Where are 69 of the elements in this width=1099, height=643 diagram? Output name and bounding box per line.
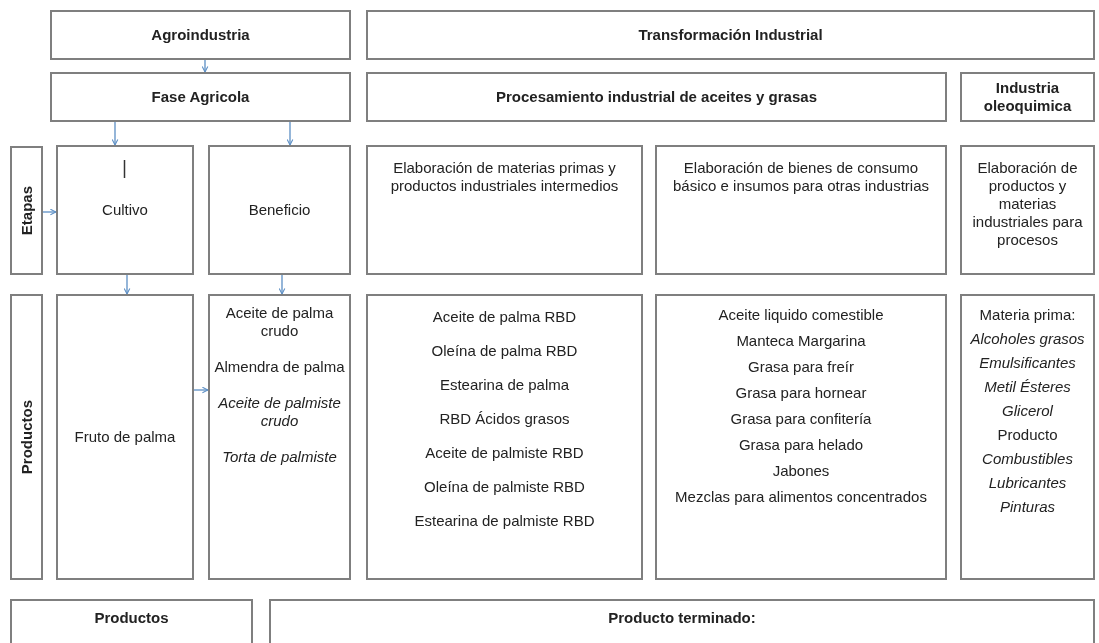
arrow [286,121,294,146]
arrow [278,274,286,295]
item-text: Materia prima: [979,306,1076,324]
item-text: Elaboración de productos y materias industriales para procesos [971,159,1084,249]
item-text: Torta de palmiste [222,448,337,466]
arrow [201,59,209,73]
header-text: Agroindustria [151,26,250,44]
item-text: Almendra de palma [214,358,345,376]
header-text: Fase Agricola [151,88,250,106]
arrow [123,274,131,295]
header-box [366,10,1095,60]
header-box [269,599,1095,643]
item-text: Producto [997,426,1058,444]
row-label: Etapas [17,185,36,236]
header-box [50,10,351,60]
item-text: Estearina de palma [439,376,570,394]
item-text: Estearina de palmiste RBD [414,512,595,530]
item-text: Aceite liquido comestible [718,306,884,324]
item-text: Combustibles [982,450,1073,468]
item-text: Aceite de palma RBD [432,308,577,326]
item-text: Pinturas [1000,498,1055,516]
item-text: Manteca Margarina [736,332,866,350]
row-label-box [10,294,43,580]
header-box [50,72,351,122]
item-text: Metil Ésteres [984,378,1071,396]
content-box [960,145,1095,275]
header-text: Producto terminado: [608,609,756,627]
item-text: RBD Ácidos grasos [439,410,570,428]
item-text: Aceite de palma crudo [224,304,335,340]
item-text: Elaboración de materias primas y productos industriales intermedios [389,159,620,195]
item-text: Beneficio [248,201,311,219]
item-text: Grasa para freír [748,358,854,376]
item-text: Aceite de palmiste RBD [425,444,584,462]
item-text: Oleína de palma RBD [431,342,578,360]
header-box [366,72,947,122]
row-label-box [10,146,43,275]
item-text: Grasa para hornear [735,384,867,402]
header-box [10,599,253,643]
content-box [208,294,351,580]
header-text: Transformación Industrial [638,26,823,44]
content-box [960,294,1095,580]
arrow [111,121,119,146]
content-box [56,145,194,275]
header-text: Productos [94,609,169,627]
content-box [56,294,194,580]
item-text: Elaboración de bienes de consumo básico e insumos para otras industrias [672,159,930,195]
item-text: Cultivo [102,201,148,219]
item-text: Oleína de palmiste RBD [424,478,585,496]
item-text: Fruto de palma [74,428,176,446]
content-box [366,294,643,580]
item-text: Aceite de palmiste crudo [216,394,342,430]
item-text: Emulsificantes [979,354,1076,372]
item-text: Grasa para confitería [730,410,872,428]
header-text: Procesamiento industrial de aceites y grasas [496,88,817,106]
content-box [655,145,947,275]
arrow [193,386,209,394]
item-text: Jabones [772,462,830,480]
header-text: Industria oleoquimica [982,79,1073,115]
content-box [366,145,643,275]
content-box [208,145,351,275]
item-text: Grasa para helado [738,436,864,454]
header-box [960,72,1095,122]
item-text: Glicerol [1002,402,1053,420]
item-text: Mezclas para alimentos concentrados [675,488,927,506]
content-box [655,294,947,580]
row-label: Productos [17,399,36,475]
item-text: Alcoholes grasos [970,330,1085,348]
arrow [42,208,57,216]
item-text: Lubricantes [988,474,1067,492]
